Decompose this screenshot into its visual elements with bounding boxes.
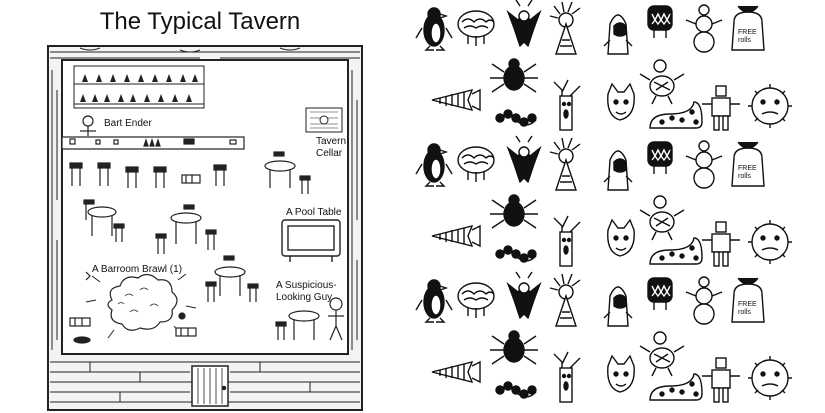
pool-table: [281, 219, 341, 262]
door-icon: [191, 365, 229, 407]
suspicious-guy-table: [275, 310, 320, 340]
label-pool-table: A Pool Table: [286, 207, 342, 218]
tavern-title: The Typical Tavern: [99, 8, 301, 35]
monster-pattern-drawing: FREE rolls: [415, 0, 793, 403]
bottles: [80, 74, 198, 102]
brawl-cloud: [69, 271, 197, 344]
bartender-figure: [80, 115, 96, 136]
label-barroom-brawl: A Barroom Brawl (1): [92, 264, 183, 275]
round-table-2: [83, 199, 125, 242]
label-tavern-cellar-line2: Cellar: [316, 148, 343, 159]
bar-counter: [61, 136, 245, 150]
round-table-3: [155, 204, 217, 254]
label-bart-ender: Bart Ender: [104, 118, 152, 129]
label-suspicious-line1: A Suspicious-: [276, 280, 337, 291]
monster-pattern-panel: FREE rolls: [412, 0, 825, 413]
round-table-4: [205, 255, 259, 302]
tavern-map-drawing: [47, 45, 363, 411]
cellar-trapdoor: [305, 107, 343, 133]
bar-stools: [69, 162, 227, 188]
suspicious-guy-figure: [328, 297, 344, 341]
tavern-map-panel: The Typical Tavern: [0, 0, 412, 413]
label-suspicious-line2: Looking Guy: [276, 292, 333, 303]
label-tavern-cellar-line1: Tavern: [316, 136, 347, 147]
round-table-1: [264, 151, 311, 194]
